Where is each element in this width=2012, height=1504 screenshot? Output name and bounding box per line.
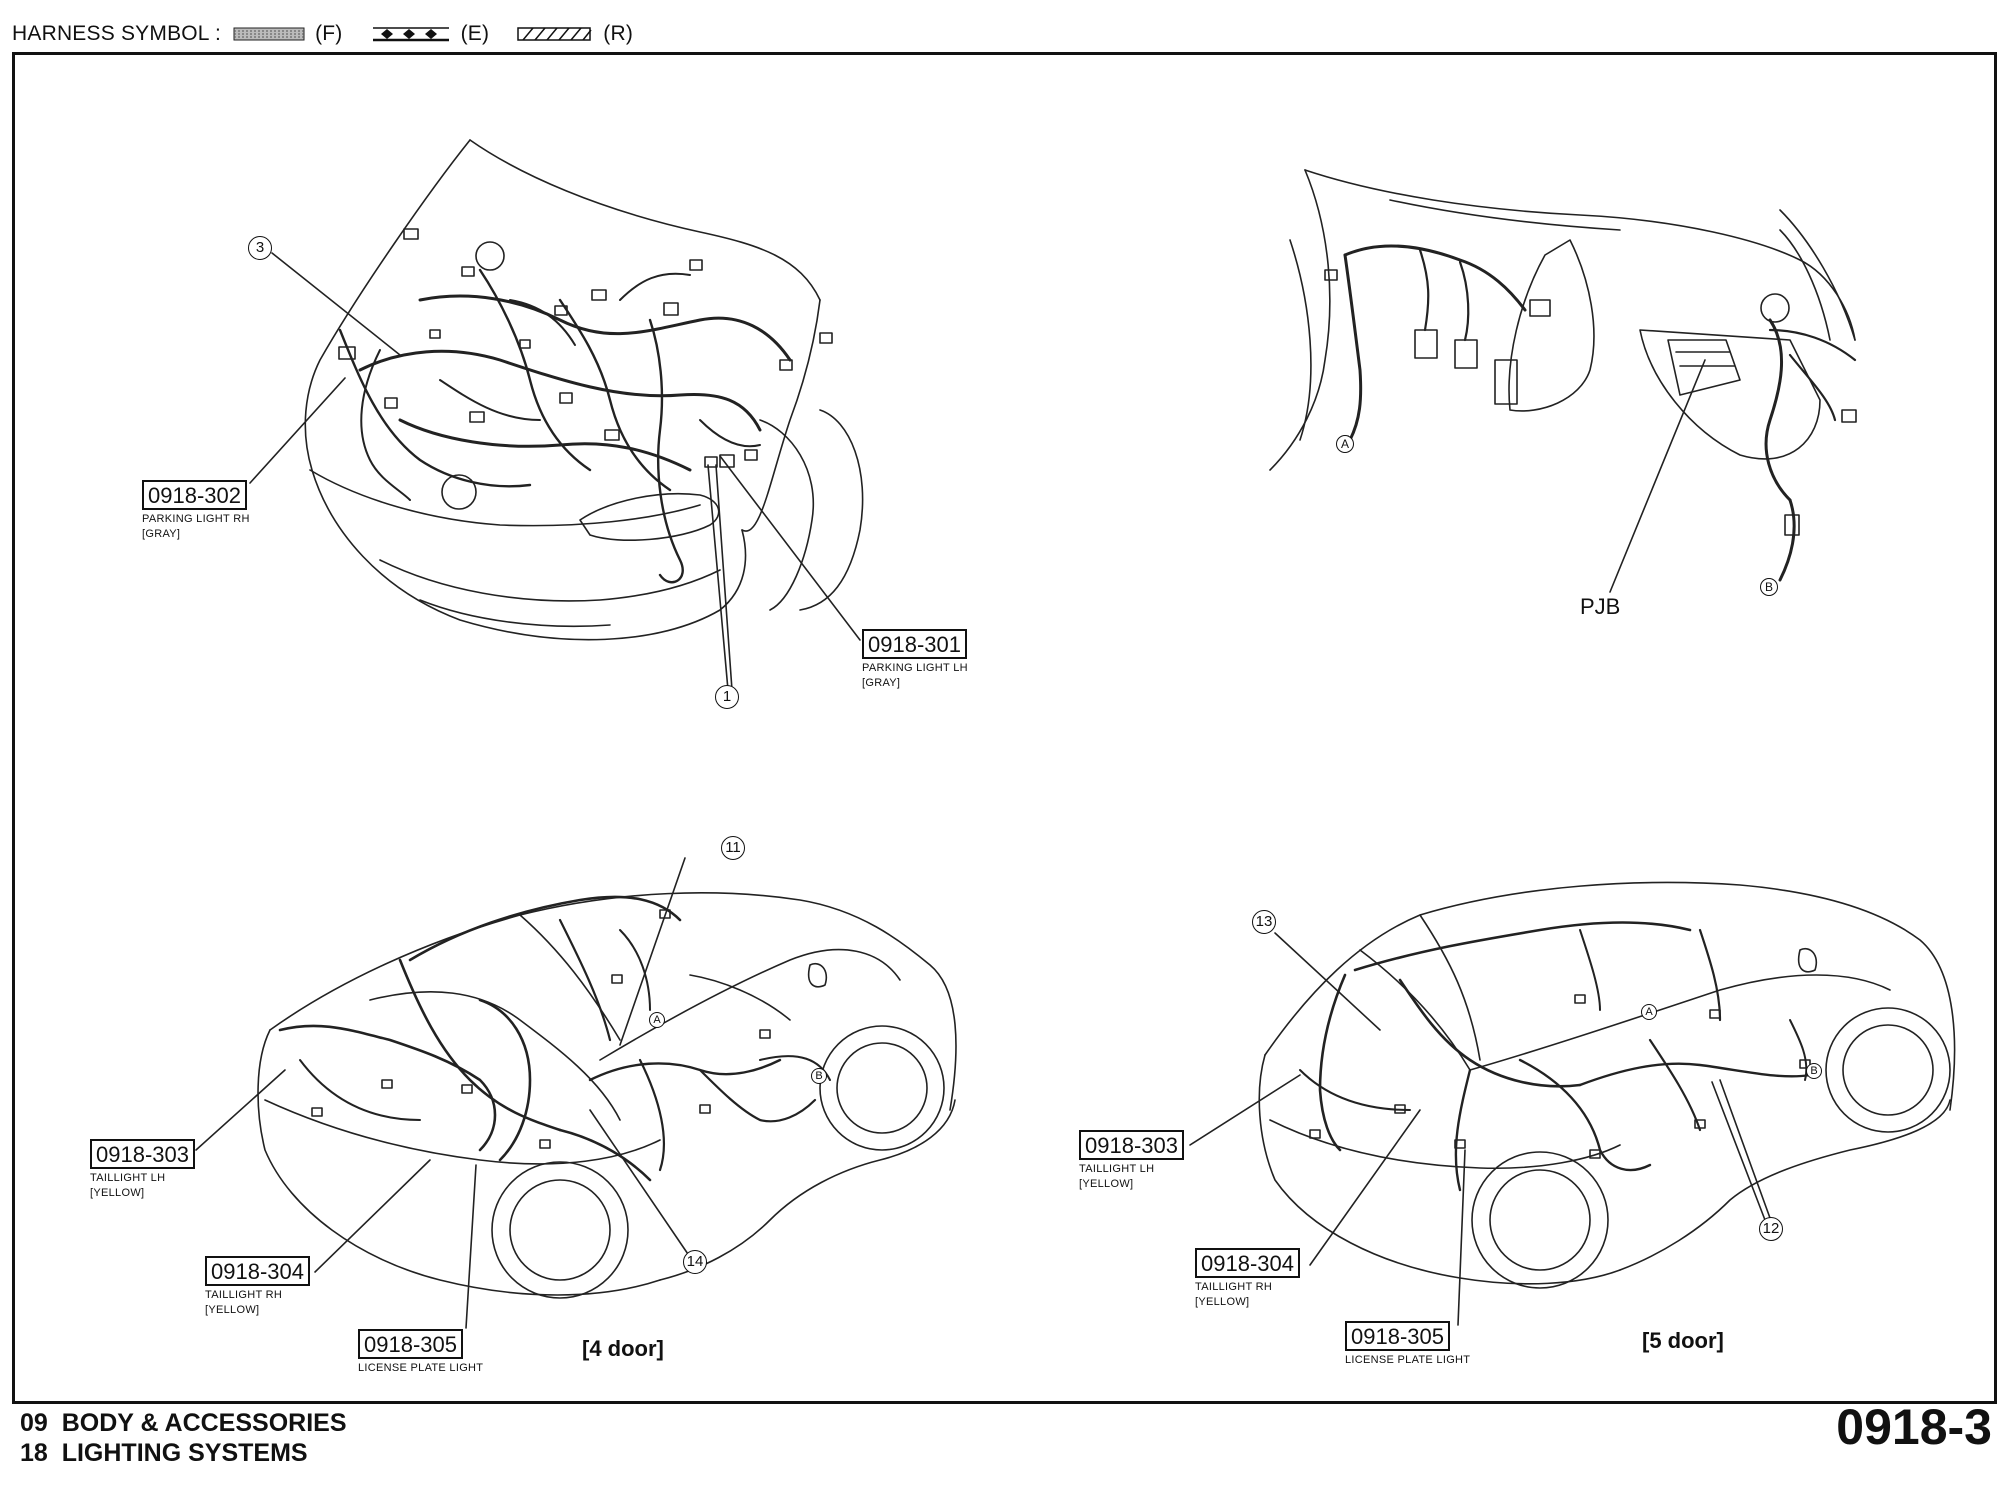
connector-code: 0918-303 — [90, 1139, 195, 1169]
callout-14: 14 — [683, 1250, 707, 1274]
connector-code: 0918-305 — [358, 1329, 463, 1359]
harness-symbol-legend: HARNESS SYMBOL : (F) (E) (R) — [12, 22, 633, 46]
section-title: BODY & ACCESSORIES — [61, 1409, 347, 1437]
callout-11: 11 — [721, 836, 745, 860]
connector-color: [GRAY] — [142, 528, 181, 540]
callout-3: 3 — [248, 236, 272, 260]
section-number: 09 — [20, 1409, 48, 1437]
connector-name: TAILLIGHT LH — [1079, 1163, 1155, 1175]
callout-a-4door: A — [649, 1012, 665, 1028]
connector-0918-301: 0918-301 PARKING LIGHT LH [GRAY] — [862, 629, 968, 691]
front-harness-symbol — [233, 27, 305, 41]
four-door-label: [4 door] — [582, 1336, 664, 1361]
hatchback-5-door-view — [1189, 881, 1956, 1326]
callout-a-panel: A — [1336, 435, 1354, 453]
connector-name: LICENSE PLATE LIGHT — [1345, 1354, 1471, 1366]
connector-0918-303-5door: 0918-303 TAILLIGHT LH [YELLOW] — [1079, 1130, 1184, 1192]
connector-0918-302: 0918-302 PARKING LIGHT RH [GRAY] — [142, 480, 250, 542]
legend-engine-label: (E) — [460, 22, 490, 45]
connector-color: [YELLOW] — [205, 1304, 260, 1316]
connector-0918-304-5door: 0918-304 TAILLIGHT RH [YELLOW] — [1195, 1248, 1300, 1310]
connector-color: [YELLOW] — [90, 1187, 145, 1199]
legend-title: HARNESS SYMBOL : — [12, 22, 221, 45]
connector-code: 0918-304 — [205, 1256, 310, 1286]
connector-code: 0918-302 — [142, 480, 247, 510]
page-code: 0918-3 — [1836, 1399, 1992, 1455]
callout-b-5door: B — [1806, 1063, 1822, 1079]
diagram-frame — [12, 52, 1997, 1404]
engine-compartment-view — [249, 139, 864, 691]
section-line-1: 09 BODY & ACCESSORIES — [20, 1408, 347, 1438]
legend-rear-label: (R) — [603, 22, 634, 45]
instrument-panel-view — [1269, 169, 1857, 593]
connector-name: PARKING LIGHT LH — [862, 662, 968, 674]
connector-color: [GRAY] — [862, 677, 901, 689]
callout-b-4door: B — [811, 1068, 827, 1084]
connector-0918-305-5door: 0918-305 LICENSE PLATE LIGHT — [1345, 1321, 1471, 1368]
engine-harness-symbol — [372, 27, 449, 42]
section-line-2: 18 LIGHTING SYSTEMS — [20, 1438, 347, 1468]
five-door-label: [5 door] — [1642, 1328, 1724, 1353]
connector-code: 0918-303 — [1079, 1130, 1184, 1160]
callout-a-5door: A — [1641, 1004, 1657, 1020]
subsection-number: 18 — [20, 1439, 48, 1467]
connector-color: [YELLOW] — [1195, 1296, 1250, 1308]
connector-code: 0918-304 — [1195, 1248, 1300, 1278]
connector-0918-305-4door: 0918-305 LICENSE PLATE LIGHT — [358, 1329, 484, 1376]
connector-color: [YELLOW] — [1079, 1178, 1134, 1190]
connector-name: PARKING LIGHT RH — [142, 513, 250, 525]
connector-code: 0918-301 — [862, 629, 967, 659]
connector-name: TAILLIGHT RH — [205, 1289, 283, 1301]
connector-0918-304-4door: 0918-304 TAILLIGHT RH [YELLOW] — [205, 1256, 310, 1318]
subsection-title: LIGHTING SYSTEMS — [61, 1439, 308, 1467]
connector-name: TAILLIGHT RH — [1195, 1281, 1273, 1293]
connector-name: TAILLIGHT LH — [90, 1172, 166, 1184]
sedan-4-door-view — [195, 857, 957, 1329]
rear-harness-symbol — [517, 27, 592, 42]
pjb-label: PJB — [1580, 594, 1621, 619]
connector-name: LICENSE PLATE LIGHT — [358, 1362, 484, 1374]
legend-front-label: (F) — [315, 22, 343, 45]
callout-13: 13 — [1252, 910, 1276, 934]
callout-12: 12 — [1759, 1217, 1783, 1241]
connector-0918-303-4door: 0918-303 TAILLIGHT LH [YELLOW] — [90, 1139, 195, 1201]
callout-1: 1 — [715, 685, 739, 709]
section-heading: 09 BODY & ACCESSORIES 18 LIGHTING SYSTEM… — [20, 1408, 347, 1468]
callout-b-panel: B — [1760, 578, 1778, 596]
connector-code: 0918-305 — [1345, 1321, 1450, 1351]
